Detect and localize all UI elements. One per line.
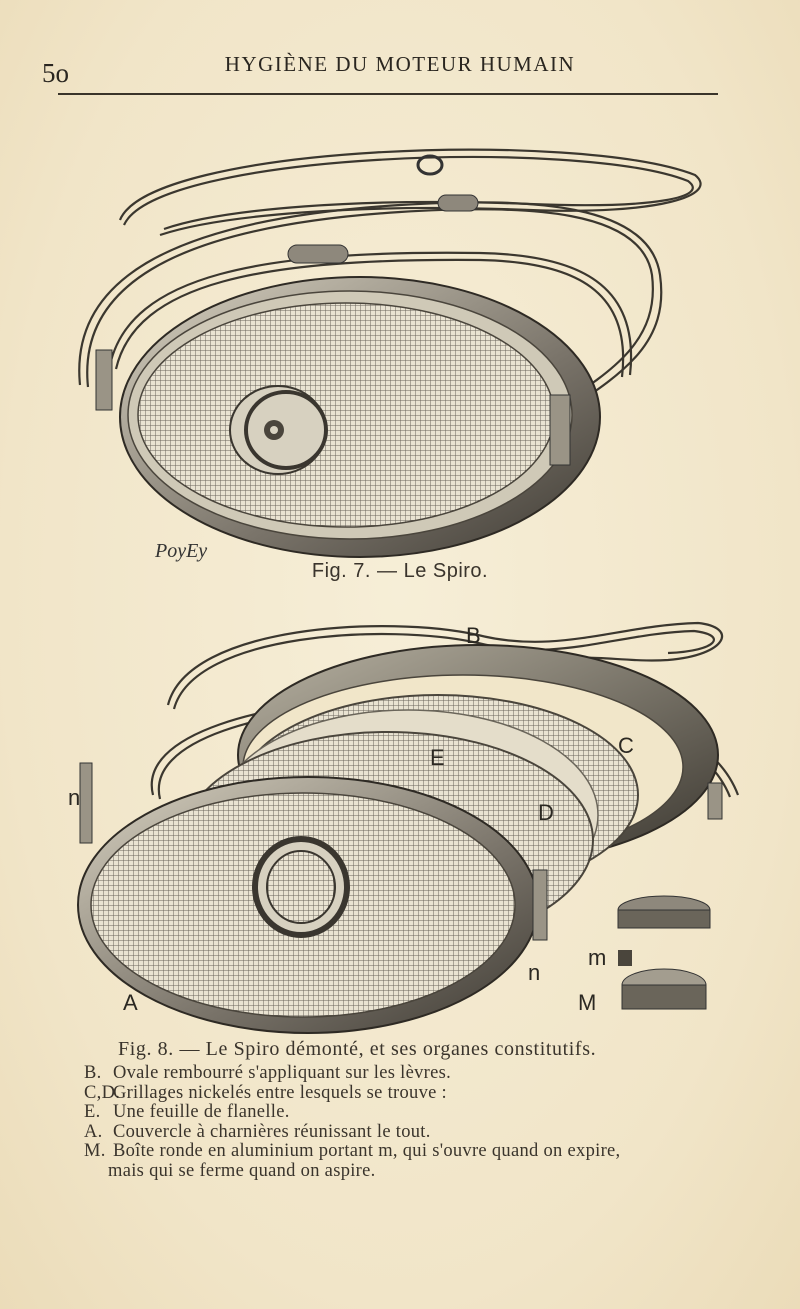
legend-item: E. Une feuille de flanelle. <box>84 1102 290 1122</box>
label-E: E <box>430 745 445 770</box>
legend-item: A. Couvercle à charnières réunissant le … <box>84 1121 431 1142</box>
page-number: 5o <box>42 58 69 88</box>
label-B: B <box>466 623 481 648</box>
label-n-right: n <box>528 960 540 985</box>
figure-8-caption: Fig. 8. — Le Spiro démonté, et ses organ… <box>118 1038 597 1060</box>
label-m: m <box>588 945 606 970</box>
legend-item: C,D. Grillages nickelés entre lesquels s… <box>84 1082 447 1103</box>
engraver-signature: PoyEy <box>154 540 207 562</box>
label-C: C <box>618 733 634 758</box>
label-n-left: n <box>68 785 80 810</box>
legend-continuation: mais qui se ferme quand on aspire. <box>108 1160 376 1181</box>
running-head: HYGIÈNE DU MOTEUR HUMAIN <box>224 52 576 76</box>
label-D: D <box>538 800 554 825</box>
legend-item: B. Ovale rembourré s'appliquant sur les … <box>84 1063 452 1083</box>
figure-legend: B. Ovale rembourré s'appliquant sur les … <box>84 1063 800 1181</box>
label-M: M <box>578 990 596 1015</box>
figure-7-caption: Fig. 7. — Le Spiro. <box>311 560 489 582</box>
figure-7-illustration: PoyEy <box>78 148 702 562</box>
header-rule <box>58 93 718 95</box>
figure-8-illustration: B C E D n n m M A <box>68 621 740 1034</box>
label-A: A <box>123 990 138 1015</box>
legend-item: M. Boîte ronde en aluminium portant m, q… <box>84 1141 621 1161</box>
